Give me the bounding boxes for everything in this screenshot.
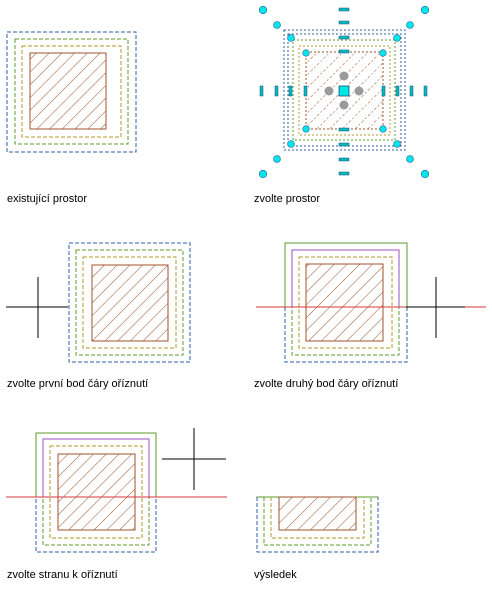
grip-icon[interactable] bbox=[287, 34, 295, 42]
hatched-room bbox=[305, 263, 384, 342]
olive-boundary bbox=[270, 497, 365, 539]
green-boundary bbox=[263, 497, 372, 546]
edge-grip-icon[interactable] bbox=[259, 85, 264, 97]
panel-result bbox=[256, 496, 379, 553]
grip-icon[interactable] bbox=[420, 169, 430, 179]
panel-existing-space bbox=[6, 31, 137, 153]
panel-select-space bbox=[258, 5, 430, 179]
green-boundary bbox=[14, 38, 129, 145]
olive-boundary bbox=[298, 256, 393, 349]
grip-icon[interactable] bbox=[258, 5, 268, 15]
caption-first-point: zvolte první bod čáry oříznutí bbox=[7, 378, 149, 390]
center-grip-icon[interactable] bbox=[339, 100, 349, 110]
grip-icon[interactable] bbox=[420, 5, 430, 15]
caption-select-space: zvolte prostor bbox=[254, 193, 321, 205]
panel-first-point bbox=[6, 242, 191, 363]
edge-grip-icon[interactable] bbox=[338, 49, 350, 54]
grip-icon[interactable] bbox=[393, 140, 401, 148]
edge-grip-icon[interactable] bbox=[409, 85, 414, 97]
edge-grip-icon[interactable] bbox=[338, 142, 350, 147]
caption-result: výsledek bbox=[254, 569, 297, 581]
edge-grip-icon[interactable] bbox=[338, 171, 350, 176]
edge-grip-icon[interactable] bbox=[338, 127, 350, 132]
edge-grip-icon[interactable] bbox=[338, 20, 350, 25]
grip-icon[interactable] bbox=[302, 125, 310, 133]
location-grip-icon[interactable] bbox=[338, 85, 350, 97]
green-boundary bbox=[75, 249, 184, 356]
center-grip-icon[interactable] bbox=[339, 71, 349, 81]
edge-grip-icon[interactable] bbox=[381, 85, 386, 97]
edge-grip-icon[interactable] bbox=[338, 7, 350, 12]
edge-grip-icon[interactable] bbox=[338, 35, 350, 40]
panel-second-point bbox=[256, 242, 486, 363]
edge-grip-icon[interactable] bbox=[338, 157, 350, 162]
grip-icon[interactable] bbox=[393, 34, 401, 42]
grip-icon[interactable] bbox=[302, 49, 310, 57]
hatched-room bbox=[91, 264, 169, 342]
hatched-room bbox=[29, 52, 107, 130]
center-grip-icon[interactable] bbox=[354, 86, 364, 96]
edge-grip-icon[interactable] bbox=[274, 85, 279, 97]
outer-boundary bbox=[283, 29, 406, 151]
grip-icon[interactable] bbox=[406, 21, 414, 29]
panel-side-to-trim bbox=[6, 428, 227, 553]
grip-icon[interactable] bbox=[258, 169, 268, 179]
grip-icon[interactable] bbox=[406, 155, 414, 163]
grip-icon[interactable] bbox=[379, 49, 387, 57]
grip-icon[interactable] bbox=[379, 125, 387, 133]
grip-icon[interactable] bbox=[273, 155, 281, 163]
edge-grip-icon[interactable] bbox=[395, 85, 400, 97]
caption-existing-space: existující prostor bbox=[7, 193, 88, 205]
edge-grip-icon[interactable] bbox=[303, 85, 308, 97]
hatched-room bbox=[278, 496, 357, 531]
olive-boundary bbox=[298, 45, 391, 136]
outer-boundary bbox=[6, 31, 137, 153]
center-grip-icon[interactable] bbox=[324, 86, 334, 96]
grip-icon[interactable] bbox=[287, 140, 295, 148]
edge-grip-icon[interactable] bbox=[288, 85, 293, 97]
olive-boundary bbox=[49, 445, 143, 539]
caption-side-to-trim: zvolte stranu k oříznutí bbox=[7, 569, 118, 581]
green-boundary bbox=[292, 39, 396, 141]
grip-icon[interactable] bbox=[273, 21, 281, 29]
outer-boundary bbox=[68, 242, 191, 363]
caption-second-point: zvolte druhý bod čáry oříznutí bbox=[254, 378, 399, 390]
edge-grip-icon[interactable] bbox=[423, 85, 428, 97]
olive-boundary bbox=[82, 256, 177, 349]
olive-boundary bbox=[21, 45, 122, 138]
hatched-room bbox=[57, 453, 136, 531]
